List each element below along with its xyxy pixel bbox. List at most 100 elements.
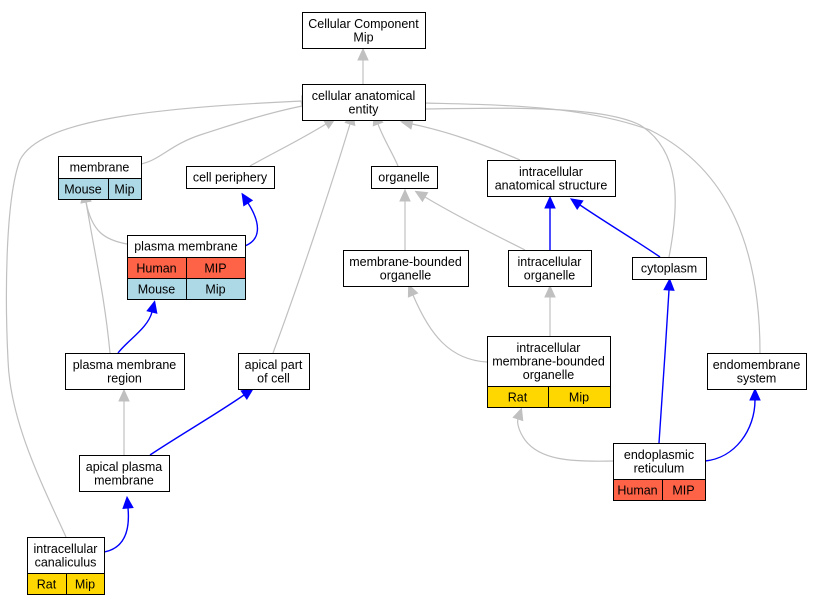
node-label-line: cellular anatomical: [312, 89, 416, 103]
svg-text:Mip: Mip: [569, 391, 589, 405]
svg-text:MIP: MIP: [672, 484, 694, 498]
arrowhead: [512, 407, 524, 422]
tag-mouse-mip: Mip: [108, 178, 142, 200]
node-label-line: plasma membrane: [134, 240, 238, 254]
node-label-line: canaliculus: [35, 555, 97, 569]
node-label-line: endoplasmic: [624, 448, 694, 462]
node-label-line: organelle: [380, 268, 431, 282]
svg-text:Rat: Rat: [37, 578, 57, 592]
node-label-line: organelle: [524, 268, 575, 282]
edge-intracellular_organelle-to-intracellular_structure: [544, 195, 556, 250]
arrowhead: [241, 192, 254, 207]
node-label-line: system: [737, 371, 777, 385]
node-label-line: membrane-bounded: [492, 355, 605, 369]
tag-human-human: Human: [613, 479, 663, 501]
svg-text:Mouse: Mouse: [64, 183, 102, 197]
edge-plasma_membrane-to-cell_periphery: [241, 192, 259, 247]
tag-rat-rat: Rat: [27, 573, 67, 595]
svg-text:Rat: Rat: [508, 391, 528, 405]
node-label-line: of cell: [257, 371, 290, 385]
tag-rat-mip: Mip: [66, 573, 105, 595]
svg-text:Mip: Mip: [205, 283, 225, 297]
edge-er-to-endomembrane: [704, 387, 761, 462]
node-label-line: apical part: [245, 358, 303, 372]
node-label-line: intracellular: [517, 341, 581, 355]
node-label-line: reticulum: [634, 461, 685, 475]
tag-human-mip: MIP: [662, 479, 706, 501]
edge-pm_region-to-membrane: [80, 189, 111, 354]
node-label-line: cytoplasm: [641, 262, 697, 276]
tag-human-human: Human: [127, 257, 187, 279]
node-cytoplasm[interactable]: cytoplasm: [632, 257, 707, 280]
edge-mbo-to-organelle: [399, 188, 411, 250]
arrowhead: [118, 388, 130, 402]
node-organelle[interactable]: organelle: [371, 166, 438, 189]
node-label-line: membrane: [70, 161, 130, 175]
node-label-line: Mip: [353, 30, 373, 44]
tag-rat-rat: Rat: [487, 386, 549, 408]
node-label-line: plasma membrane: [73, 358, 177, 372]
arrowhead: [414, 190, 429, 203]
arrowhead: [240, 388, 255, 401]
node-label-line: intracellular: [34, 542, 98, 556]
edge-apical_pm-to-apical_part: [149, 388, 255, 456]
edge-pm_region-to-plasma_membrane: [117, 300, 158, 354]
tag-mouse-mouse: Mouse: [127, 278, 187, 300]
node-label-line: endomembrane: [713, 358, 801, 372]
edge-imbo-to-intracellular_organelle: [544, 284, 556, 336]
tag-rat-mip: Mip: [548, 386, 611, 408]
tag-mouse-mouse: Mouse: [58, 178, 109, 200]
arrowhead: [544, 284, 556, 298]
svg-text:MIP: MIP: [204, 262, 226, 276]
edge-er-to-imbo: [512, 407, 614, 462]
edge-cytoplasm-to-intracellular_structure: [569, 198, 661, 258]
edge-er-to-cytoplasm: [658, 277, 675, 444]
arrowhead: [569, 198, 584, 211]
node-label-line: cell periphery: [193, 171, 268, 185]
arrowhead: [407, 283, 419, 298]
svg-text:Human: Human: [617, 484, 657, 498]
edge-endomembrane-to-cae: [412, 97, 761, 354]
node-label-line: organelle: [378, 171, 429, 185]
node-label-line: membrane-bounded: [349, 255, 462, 269]
tag-human-mip: MIP: [186, 257, 246, 279]
svg-text:Human: Human: [136, 262, 176, 276]
node-label-line: apical plasma: [86, 460, 162, 474]
arrowhead: [544, 195, 556, 209]
node-label-line: organelle: [523, 368, 574, 382]
svg-text:Mip: Mip: [114, 183, 134, 197]
edge-cell_periphery-to-cae: [249, 117, 337, 167]
edge-intracellular_organelle-to-organelle: [414, 190, 526, 251]
arrowhead: [749, 387, 761, 401]
edge-intracellular_structure-to-cae: [400, 118, 521, 161]
node-label-line: anatomical structure: [495, 178, 608, 192]
svg-text:Mip: Mip: [75, 578, 95, 592]
node-label-line: intracellular: [519, 165, 583, 179]
edge-organelle-to-cae: [372, 112, 399, 167]
arrowhead: [399, 188, 411, 202]
node-membrane[interactable]: membrane: [58, 156, 142, 179]
svg-text:Mouse: Mouse: [138, 283, 176, 297]
edge-canaliculus-to-apical_pm: [103, 495, 134, 553]
node-label-line: region: [107, 371, 142, 385]
arrowhead: [663, 277, 675, 291]
node-cell-periphery[interactable]: cell periphery: [186, 166, 275, 189]
edge-imbo-to-mbo: [407, 283, 488, 363]
node-plasma-membrane[interactable]: plasma membrane: [127, 235, 246, 258]
arrowhead: [146, 300, 158, 314]
edge-apical_pm-to-pm_region: [118, 388, 130, 455]
node-label-line: Cellular Component: [308, 17, 419, 31]
